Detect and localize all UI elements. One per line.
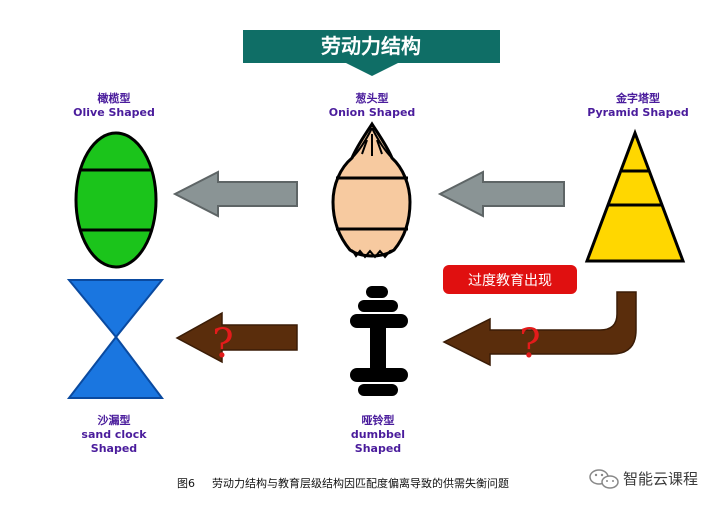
dumbbell-top-cap [366, 286, 388, 298]
brown-arrow-pyramid-to-dumbbell [442, 291, 637, 367]
pyramid-triangle [584, 128, 686, 263]
question-mark-left: ? [212, 321, 233, 367]
onion-label-cn: 葱头型 [356, 91, 389, 105]
brown-arrow-dumbbell-to-sandclock [175, 311, 298, 364]
pyramid-shape [584, 128, 686, 263]
pyramid-label-cn: 金字塔型 [615, 91, 660, 105]
watermark: 智能云课程 [589, 469, 698, 489]
dumbbell-bottom-plate-2 [358, 384, 398, 396]
dumbbell-top-plate-2 [350, 314, 408, 328]
over-education-callout: 过度教育出现 [443, 265, 577, 294]
onion-shape [331, 121, 412, 259]
olive-ellipse [74, 131, 158, 269]
olive-shape [74, 131, 158, 269]
dumbbell-label-en1: dumbbel [351, 428, 405, 441]
sandclock-label-en2: Shaped [91, 442, 137, 455]
olive-label-cn: 橄榄型 [98, 91, 131, 105]
olive-label-en: Olive Shaped [73, 106, 155, 119]
gray-arrow-onion-to-olive [172, 170, 298, 218]
dumbbell-label-cn: 哑铃型 [362, 413, 395, 427]
question-mark-right: ? [519, 321, 540, 367]
wechat-icon [589, 469, 619, 489]
callout-text: 过度教育出现 [468, 273, 552, 289]
onion-roots [351, 249, 395, 259]
dumbbell-handle [370, 326, 386, 370]
caption-text: 劳动力结构与教育层级结构因匹配度偏离导致的供需失衡问题 [212, 476, 509, 490]
title-banner: 劳动力结构 [243, 30, 500, 76]
title-text: 劳动力结构 [321, 34, 421, 58]
title-box [243, 30, 500, 63]
onion-top-lines [351, 127, 393, 159]
sandclock-shape [66, 279, 165, 399]
sandclock-label-en1: sand clock [81, 428, 147, 441]
dumbbell-shape [350, 286, 408, 396]
sandclock-top [66, 279, 165, 339]
title-down-arrow [346, 63, 398, 76]
caption-label: 图6 [177, 477, 195, 490]
gray-arrow-pyramid-to-onion [437, 170, 565, 218]
sandclock-label-cn: 沙漏型 [98, 413, 131, 427]
callout-box [443, 265, 577, 294]
dumbbell-top-plate-1 [358, 300, 398, 312]
dumbbell-label-en2: Shaped [355, 442, 401, 455]
pyramid-label-en: Pyramid Shaped [587, 106, 689, 119]
onion-label-en: Onion Shaped [329, 106, 416, 119]
watermark-text: 智能云课程 [623, 470, 698, 488]
dumbbell-bottom-plate-1 [350, 368, 408, 382]
sandclock-bottom [66, 335, 165, 399]
